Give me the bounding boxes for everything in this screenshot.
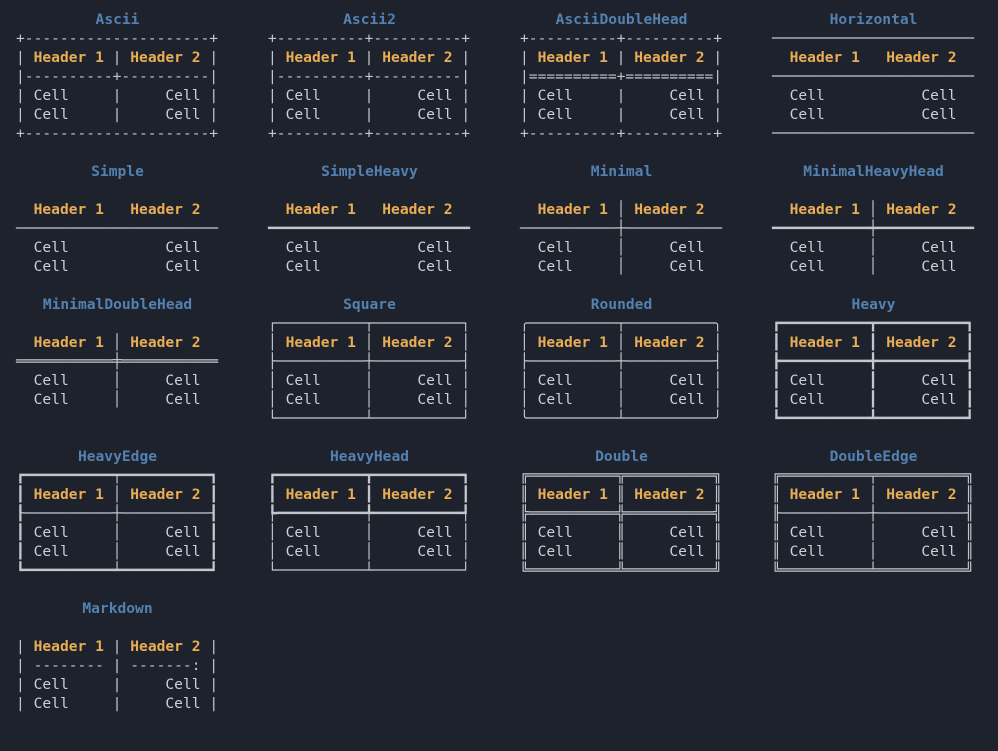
box-style-title: Horizontal: [829, 11, 918, 28]
box-style-preview: ─────────────────────── Header 1 Header …: [772, 30, 975, 142]
box-style-tile-rounded: Rounded ╭──────────┬──────────╮ │ Header …: [520, 295, 723, 428]
box-style-title: Markdown: [82, 600, 153, 617]
box-style-title: Square: [343, 296, 396, 313]
box-style-tile-minimaldoublehead: MinimalDoubleHead Header 1 │ Header 2 ══…: [16, 295, 219, 428]
box-style-title: Ascii2: [343, 11, 396, 28]
box-style-preview: +---------------------+ | Header 1 | Hea…: [16, 30, 219, 142]
box-style-tile-square: Square ┌──────────┬──────────┐ │ Header 1…: [268, 295, 471, 428]
box-style-title: Rounded: [590, 296, 653, 313]
box-style-preview: Header 1 │ Header 2 ═══════════╪════════…: [16, 334, 219, 408]
box-style-preview: ┏━━━━━━━━━━┳━━━━━━━━━━┓ ┃ Header 1 ┃ Hea…: [772, 315, 975, 427]
box-style-preview: ╔══════════╤══════════╗ ║ Header 1 │ Hea…: [772, 467, 975, 579]
box-style-preview: Header 1 │ Header 2 ───────────┼────────…: [520, 201, 723, 275]
box-style-tile-simpleheavy: SimpleHeavy Header 1 Header 2 ━━━━━━━━━━…: [268, 162, 471, 276]
box-style-tile-heavy: Heavy ┏━━━━━━━━━━┳━━━━━━━━━━┓ ┃ Header 1 …: [772, 295, 975, 428]
box-style-tile-heavyhead: HeavyHead ┏━━━━━━━━━━┳━━━━━━━━━━┓ ┃ Heade…: [268, 447, 471, 580]
box-style-tile-heavyedge: HeavyEdge ┏━━━━━━━━━━┯━━━━━━━━━━┓ ┃ Heade…: [16, 447, 219, 580]
box-style-title: SimpleHeavy: [321, 163, 418, 180]
box-style-preview: ┌──────────┬──────────┐ │ Header 1 │ Hea…: [268, 315, 471, 427]
box-style-tile-doubleedge: DoubleEdge ╔══════════╤══════════╗ ║ Head…: [772, 447, 975, 580]
box-style-preview: ┏━━━━━━━━━━┳━━━━━━━━━━┓ ┃ Header 1 ┃ Hea…: [268, 467, 471, 579]
box-style-title: HeavyHead: [329, 448, 410, 465]
box-style-tile-minimal: Minimal Header 1 │ Header 2 ───────────┼…: [520, 162, 723, 276]
box-style-title: Double: [595, 448, 648, 465]
box-style-preview: Header 1 Header 2 ──────────────────────…: [16, 201, 219, 275]
box-style-title: Ascii: [95, 11, 140, 28]
box-style-tile-double: Double ╔══════════╦══════════╗ ║ Header 1…: [520, 447, 723, 580]
box-style-preview: ╭──────────┬──────────╮ │ Header 1 │ Hea…: [520, 315, 723, 427]
box-styles-gallery: Ascii +---------------------+ | Header 1 …: [16, 10, 975, 713]
box-style-preview: ╔══════════╦══════════╗ ║ Header 1 ║ Hea…: [520, 467, 723, 579]
box-style-tile-simple: Simple Header 1 Header 2 ───────────────…: [16, 162, 219, 276]
box-style-title: MinimalHeavyHead: [803, 163, 944, 180]
box-style-title: MinimalDoubleHead: [42, 296, 193, 313]
box-style-tile-ascii: Ascii +---------------------+ | Header 1 …: [16, 10, 219, 143]
box-style-preview: Header 1 │ Header 2 ━━━━━━━━━━━┿━━━━━━━━…: [772, 201, 975, 275]
box-style-title: Minimal: [590, 163, 653, 180]
box-style-title: AsciiDoubleHead: [555, 11, 688, 28]
box-style-tile-horizontal: Horizontal ─────────────────────── Header…: [772, 10, 975, 143]
box-style-preview: | Header 1 | Header 2 | | -------- | ---…: [16, 638, 219, 712]
box-style-title: HeavyEdge: [77, 448, 158, 465]
box-style-preview: Header 1 Header 2 ━━━━━━━━━━━━━━━━━━━━━━…: [268, 201, 471, 275]
box-style-preview: +----------+----------+ | Header 1 | Hea…: [520, 30, 723, 142]
box-style-title: Heavy: [851, 296, 896, 313]
box-style-preview: +----------+----------+ | Header 1 | Hea…: [268, 30, 471, 142]
box-style-title: Simple: [91, 163, 144, 180]
box-style-tile-ascii2: Ascii2 +----------+----------+ | Header 1…: [268, 10, 471, 143]
box-style-tile-asciidoublehead: AsciiDoubleHead +----------+----------+ |…: [520, 10, 723, 143]
box-style-tile-markdown: Markdown | Header 1 | Header 2 | | -----…: [16, 599, 219, 713]
box-style-preview: ┏━━━━━━━━━━┯━━━━━━━━━━┓ ┃ Header 1 │ Hea…: [16, 467, 219, 579]
box-style-tile-minimalheavyhead: MinimalHeavyHead Header 1 │ Header 2 ━━━…: [772, 162, 975, 276]
box-style-title: DoubleEdge: [829, 448, 918, 465]
